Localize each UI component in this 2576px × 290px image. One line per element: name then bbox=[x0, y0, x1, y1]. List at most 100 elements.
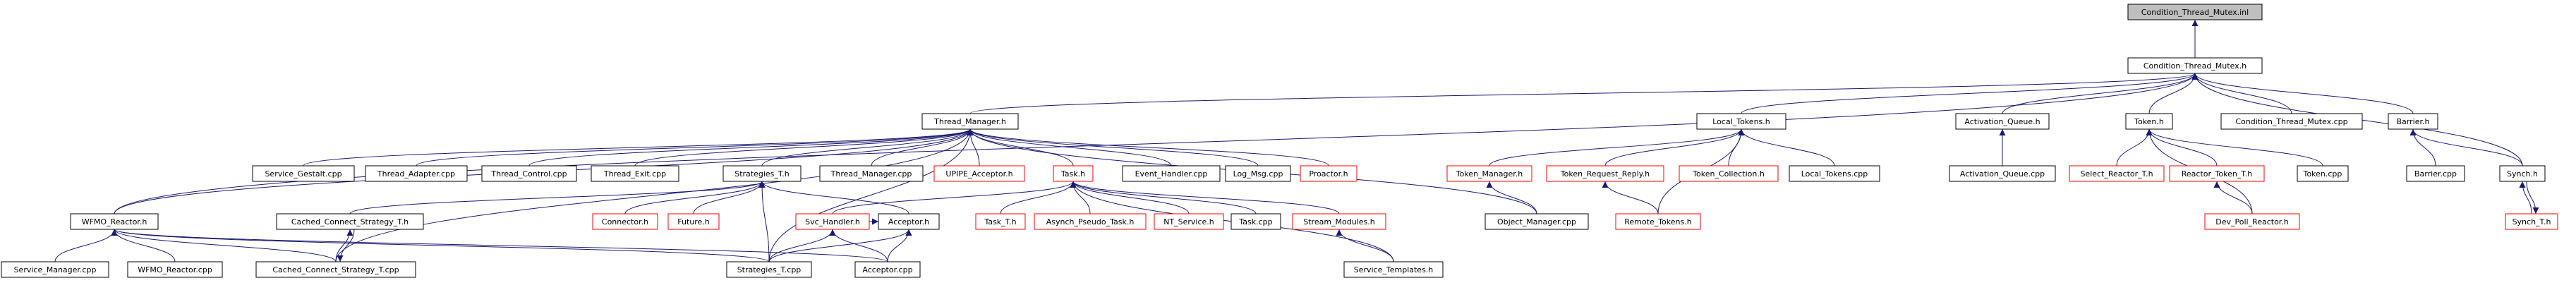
edge-acceptor-cpp-to-svc-handler bbox=[829, 229, 888, 262]
node-wfmo-reactor-cpp[interactable]: WFMO_Reactor.cpp bbox=[127, 261, 223, 278]
node-proactor-h[interactable]: Proactor.h bbox=[1300, 165, 1357, 182]
node-condition-thread-mutex-inl[interactable]: Condition_Thread_Mutex.inl bbox=[2127, 4, 2263, 20]
edge-task-h-to-thread-mgr-h bbox=[967, 128, 1074, 167]
node-cached-connect-strategy-t-h[interactable]: Cached_Connect_Strategy_T.h bbox=[276, 213, 424, 230]
node-label: Object_Manager.cpp bbox=[1497, 217, 1576, 226]
node-label: Connector.h bbox=[602, 217, 648, 226]
node-thread-control-cpp[interactable]: Thread_Control.cpp bbox=[481, 165, 577, 182]
node-acceptor-cpp[interactable]: Acceptor.cpp bbox=[854, 261, 921, 278]
node-thread-manager-h[interactable]: Thread_Manager.h bbox=[921, 113, 1019, 130]
node-box bbox=[1343, 261, 1444, 278]
node-box bbox=[2204, 213, 2300, 230]
edge-strategies-t-cpp-to-wfmo-reactor-h bbox=[111, 229, 770, 262]
node-strategies-t-cpp[interactable]: Strategies_T.cpp bbox=[726, 261, 812, 278]
node-box bbox=[255, 261, 416, 278]
node-stream-modules-h[interactable]: Stream_Modules.h bbox=[1292, 213, 1386, 230]
node-label: Condition_Thread_Mutex.inl bbox=[2141, 8, 2249, 17]
node-label: Task_T.h bbox=[984, 217, 1016, 226]
node-future-h[interactable]: Future.h bbox=[667, 213, 720, 230]
node-label: Service_Templates.h bbox=[1354, 265, 1434, 274]
node-dev-poll-reactor-h[interactable]: Dev_Poll_Reactor.h bbox=[2204, 213, 2300, 230]
node-label: Task.h bbox=[1060, 169, 1085, 179]
node-task-h[interactable]: Task.h bbox=[1053, 165, 1094, 182]
edge-strategies-t-cpp-to-thread-mgr-h bbox=[768, 128, 974, 262]
node-svc-handler-h[interactable]: Svc_Handler.h bbox=[795, 213, 870, 230]
node-label: Synch_T.h bbox=[2512, 217, 2551, 226]
node-nt-service-h[interactable]: NT_Service.h bbox=[1154, 213, 1224, 230]
node-box bbox=[1955, 113, 2050, 130]
edge-thread-adapter-to-thread-mgr-h bbox=[416, 128, 974, 167]
node-label: Token_Manager.h bbox=[1456, 169, 1523, 179]
node-wfmo-reactor-h[interactable]: WFMO_Reactor.h bbox=[70, 213, 159, 230]
edge-log-msg-to-thread-mgr-h bbox=[967, 128, 1259, 167]
node-label: Token_Collection.h bbox=[1692, 169, 1765, 179]
node-label: UPIPE_Acceptor.h bbox=[945, 169, 1012, 179]
node-label: Svc_Handler.h bbox=[805, 217, 860, 226]
node-barrier-cpp[interactable]: Barrier.cpp bbox=[2406, 165, 2465, 182]
node-box bbox=[878, 213, 940, 230]
node-task-cpp[interactable]: Task.cpp bbox=[1230, 213, 1281, 230]
node-condition-thread-mutex-cpp[interactable]: Condition_Thread_Mutex.cpp bbox=[2220, 113, 2363, 130]
node-thread-exit-cpp[interactable]: Thread_Exit.cpp bbox=[591, 165, 679, 182]
node-box bbox=[975, 213, 1026, 230]
node-box bbox=[2406, 165, 2465, 182]
node-task-t-h[interactable]: Task_T.h bbox=[975, 213, 1026, 230]
edge-event-handler-to-thread-mgr-h bbox=[967, 128, 1172, 167]
node-service-gestalt-cpp[interactable]: Service_Gestalt.cpp bbox=[252, 165, 355, 182]
node-local-tokens-cpp[interactable]: Local_Tokens.cpp bbox=[1789, 165, 1880, 182]
node-thread-adapter-cpp[interactable]: Thread_Adapter.cpp bbox=[365, 165, 468, 182]
node-condition-thread-mutex-h[interactable]: Condition_Thread_Mutex.h bbox=[2127, 57, 2263, 74]
node-label: Thread_Manager.cpp bbox=[830, 169, 912, 179]
node-label: Thread_Adapter.cpp bbox=[377, 169, 455, 179]
node-box bbox=[726, 261, 812, 278]
node-local-tokens-h[interactable]: Local_Tokens.h bbox=[1696, 113, 1786, 130]
node-box bbox=[481, 165, 577, 182]
edge-cached-connect-cpp-to-thread-mgr-h bbox=[335, 128, 974, 262]
node-token-manager-h[interactable]: Token_Manager.h bbox=[1446, 165, 1532, 182]
node-log-msg-cpp[interactable]: Log_Msg.cpp bbox=[1225, 165, 1291, 182]
node-activation-queue-cpp[interactable]: Activation_Queue.cpp bbox=[1949, 165, 2056, 182]
node-connector-h[interactable]: Connector.h bbox=[592, 213, 658, 230]
node-barrier-h[interactable]: Barrier.h bbox=[2388, 113, 2438, 130]
edge-svc-handler-to-task-h bbox=[832, 181, 1077, 215]
edge-strategies-t-h-to-thread-mgr-h bbox=[761, 128, 974, 167]
node-service-templates-h[interactable]: Service_Templates.h bbox=[1343, 261, 1444, 278]
node-activation-queue-h[interactable]: Activation_Queue.h bbox=[1955, 113, 2050, 130]
node-strategies-t-h[interactable]: Strategies_T.h bbox=[722, 165, 802, 182]
node-object-manager-cpp[interactable]: Object_Manager.cpp bbox=[1484, 213, 1589, 230]
node-label: Thread_Control.cpp bbox=[490, 169, 567, 179]
node-service-manager-cpp[interactable]: Service_Manager.cpp bbox=[1, 261, 109, 278]
node-token-h[interactable]: Token.h bbox=[2125, 113, 2173, 130]
node-select-reactor-t-h[interactable]: Select_Reactor_T.h bbox=[2069, 165, 2165, 182]
node-box bbox=[933, 165, 1025, 182]
node-box bbox=[1053, 165, 1094, 182]
node-upipe-acceptor-h[interactable]: UPIPE_Acceptor.h bbox=[933, 165, 1025, 182]
node-cached-connect-strategy-t-cpp[interactable]: Cached_Connect_Strategy_T.cpp bbox=[255, 261, 416, 278]
edge-wfmo-reactor-h-to-cond-h bbox=[114, 73, 2199, 215]
edge-connector-h-to-strategies-t-h bbox=[624, 181, 766, 215]
node-box bbox=[1615, 213, 1701, 230]
node-asynch-pseudo-task-h[interactable]: Asynch_Pseudo_Task.h bbox=[1034, 213, 1147, 230]
node-box bbox=[70, 213, 159, 230]
edge-acceptor-cpp-to-wfmo-reactor-h bbox=[111, 229, 888, 262]
node-acceptor-h[interactable]: Acceptor.h bbox=[878, 213, 940, 230]
node-remote-tokens-h[interactable]: Remote_Tokens.h bbox=[1615, 213, 1701, 230]
node-thread-manager-cpp[interactable]: Thread_Manager.cpp bbox=[819, 165, 924, 182]
node-reactor-token-t-h[interactable]: Reactor_Token_T.h bbox=[2169, 165, 2265, 182]
node-label: Dev_Poll_Reactor.h bbox=[2215, 217, 2289, 226]
node-token-request-reply-h[interactable]: Token_Request_Reply.h bbox=[1546, 165, 1664, 182]
node-token-cpp[interactable]: Token.cpp bbox=[2297, 165, 2349, 182]
node-label: Proactor.h bbox=[1309, 169, 1348, 179]
node-label: Stream_Modules.h bbox=[1303, 217, 1375, 226]
node-event-handler-cpp[interactable]: Event_Handler.cpp bbox=[1122, 165, 1221, 182]
node-label: Select_Reactor_T.h bbox=[2080, 169, 2153, 179]
node-synch-t-h[interactable]: Synch_T.h bbox=[2505, 213, 2558, 230]
node-synch-h[interactable]: Synch.h bbox=[2499, 165, 2546, 182]
node-label: Condition_Thread_Mutex.h bbox=[2143, 61, 2247, 71]
node-label: Asynch_Pseudo_Task.h bbox=[1046, 217, 1135, 226]
edge-cached-connect-h-to-strategies-t-h bbox=[349, 181, 766, 215]
edge-nt-service-to-task-h bbox=[1070, 181, 1190, 215]
edge-barrier-h-to-cond-h bbox=[2191, 73, 2414, 114]
node-token-collection-h[interactable]: Token_Collection.h bbox=[1679, 165, 1779, 182]
